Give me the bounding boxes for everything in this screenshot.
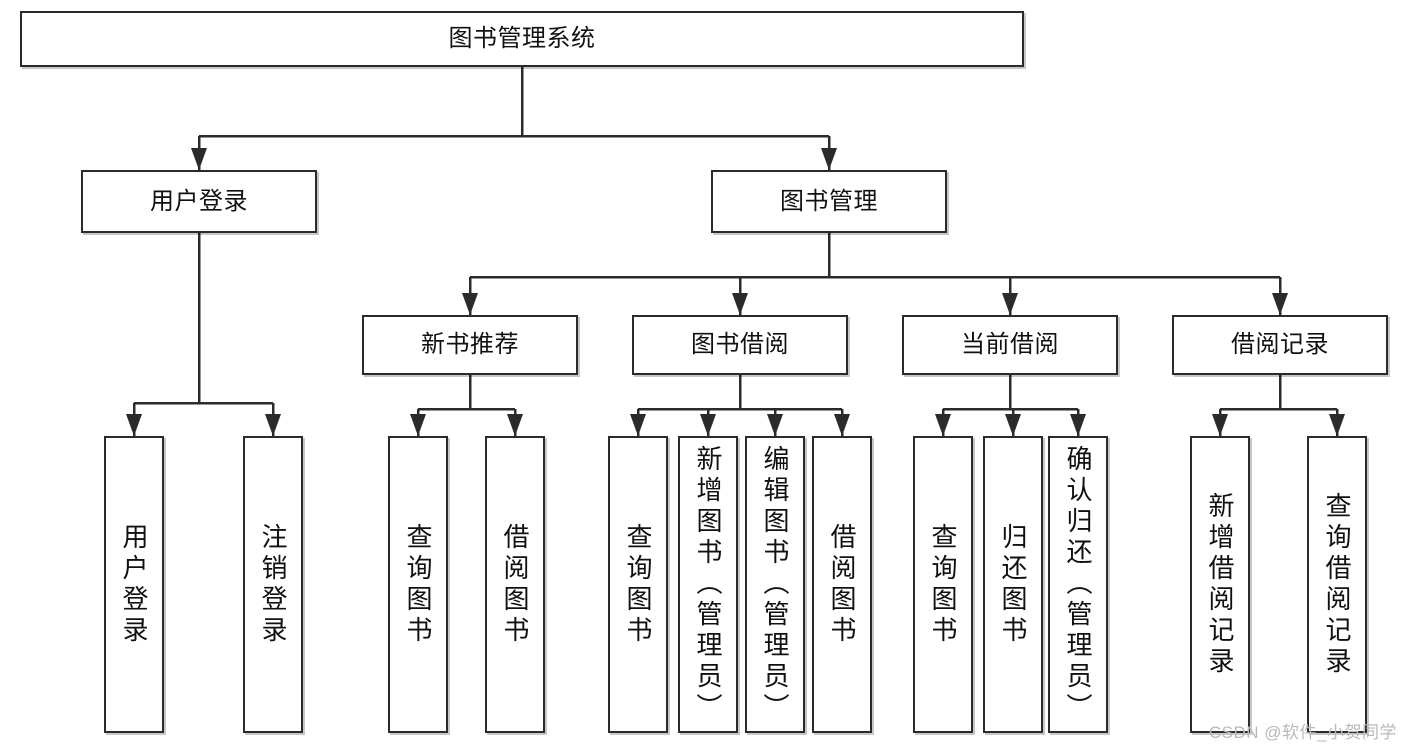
node-label: 新增借阅记录 [1205, 491, 1235, 678]
node-label: 用户登录 [150, 187, 248, 215]
node-l-rec-1[interactable]: 新增借阅记录 [1190, 436, 1250, 733]
node-label: 借阅记录 [1231, 331, 1329, 359]
node-root[interactable]: 图书管理系统 [20, 11, 1024, 67]
node-label: 当前借阅 [961, 331, 1059, 359]
arrowhead [507, 414, 523, 436]
arrowhead [1272, 293, 1288, 315]
arrowhead [767, 414, 783, 436]
arrowhead [630, 414, 646, 436]
node-l-new-2[interactable]: 借阅图书 [485, 436, 545, 733]
arrowhead [1005, 414, 1021, 436]
node-label: 用户登录 [119, 522, 149, 647]
node-n-rec[interactable]: 借阅记录 [1172, 315, 1388, 375]
node-label: 查询借阅记录 [1322, 491, 1352, 678]
arrowhead [1070, 414, 1086, 436]
node-label: 查询图书 [403, 522, 433, 647]
node-label: 新书推荐 [421, 331, 519, 359]
arrowhead [1212, 414, 1228, 436]
node-n-book[interactable]: 图书管理 [711, 170, 947, 233]
arrowhead [935, 414, 951, 436]
node-label: 查询图书 [623, 522, 653, 647]
arrowhead [1329, 414, 1345, 436]
node-n-new[interactable]: 新书推荐 [362, 315, 578, 375]
node-l-bor-3[interactable]: 编辑图书（管理员） [745, 436, 805, 733]
node-l-cur-1[interactable]: 查询图书 [913, 436, 973, 733]
arrowhead [1002, 293, 1018, 315]
node-label: 注销登录 [258, 522, 288, 647]
node-l-bor-2[interactable]: 新增图书（管理员） [678, 436, 738, 733]
node-label: 图书管理系统 [448, 25, 596, 53]
node-label: 确认归还（管理员） [1063, 445, 1093, 724]
node-l-login-1[interactable]: 用户登录 [104, 436, 164, 733]
arrowhead [410, 414, 426, 436]
node-label: 借阅图书 [500, 522, 530, 647]
arrowhead [821, 148, 837, 170]
csdn-watermark: CSDN @软件_小贺同学 [1208, 723, 1397, 742]
node-l-bor-1[interactable]: 查询图书 [608, 436, 668, 733]
node-l-login-2[interactable]: 注销登录 [243, 436, 303, 733]
arrowhead [126, 414, 142, 436]
node-label: 新增图书（管理员） [693, 445, 723, 724]
node-label: 归还图书 [998, 522, 1028, 647]
node-n-cur[interactable]: 当前借阅 [902, 315, 1118, 375]
arrowhead [834, 414, 850, 436]
arrowhead [191, 148, 207, 170]
node-label: 编辑图书（管理员） [760, 445, 790, 724]
node-l-cur-2[interactable]: 归还图书 [983, 436, 1043, 733]
node-l-bor-4[interactable]: 借阅图书 [812, 436, 872, 733]
node-label: 查询图书 [928, 522, 958, 647]
node-n-borrow[interactable]: 图书借阅 [632, 315, 848, 375]
arrowhead [265, 414, 281, 436]
node-l-new-1[interactable]: 查询图书 [388, 436, 448, 733]
arrowhead [732, 293, 748, 315]
node-n-login[interactable]: 用户登录 [81, 170, 317, 233]
node-label: 借阅图书 [827, 522, 857, 647]
arrowhead [462, 293, 478, 315]
node-l-rec-2[interactable]: 查询借阅记录 [1307, 436, 1367, 733]
node-label: 图书管理 [780, 187, 878, 215]
arrowhead [700, 414, 716, 436]
node-label: 图书借阅 [691, 331, 789, 359]
node-l-cur-3[interactable]: 确认归还（管理员） [1048, 436, 1108, 733]
